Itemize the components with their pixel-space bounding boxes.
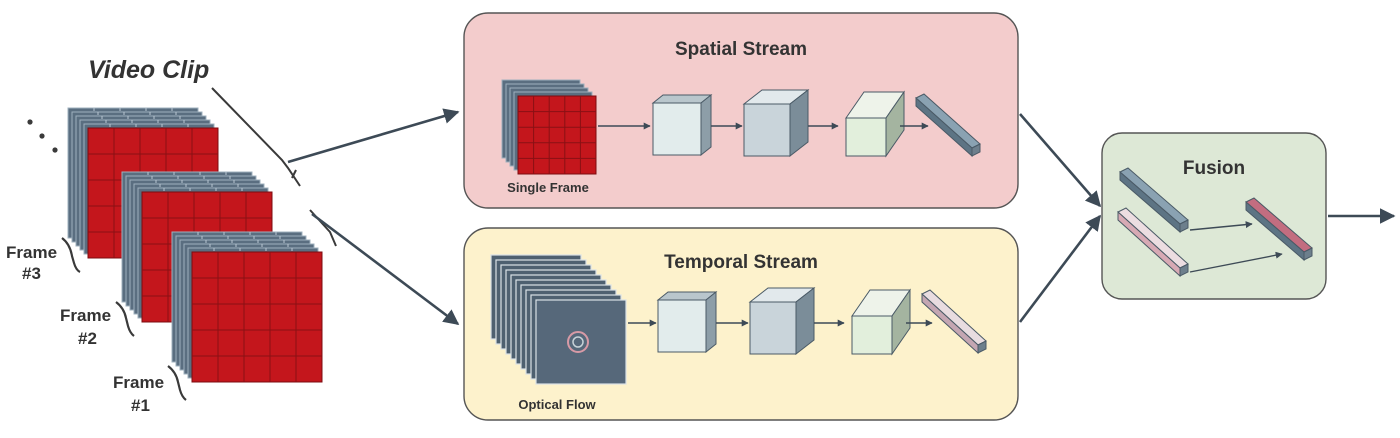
spatial-layer-1 (651, 93, 713, 157)
spatial-layer-2 (742, 88, 810, 158)
cuboid-front (845, 117, 887, 157)
bar-end (1179, 219, 1189, 233)
frame-1-word: Frame (113, 373, 164, 392)
ellipsis-dots (27, 119, 58, 153)
temporal-stream-layers (490, 254, 987, 385)
cuboid-front (657, 299, 707, 353)
frame-2-word: Frame (60, 306, 111, 325)
optical-flow-label: Optical Flow (518, 397, 596, 412)
temporal-stream-title: Temporal Stream (664, 252, 818, 273)
frame-stacks (67, 107, 323, 383)
cuboid-front (749, 301, 797, 355)
temporal-layer-3 (851, 288, 911, 356)
fusion-title: Fusion (1183, 158, 1245, 179)
optical-flow-stack (490, 254, 627, 385)
single-frame-label: Single Frame (507, 180, 589, 195)
bar-end (971, 143, 981, 157)
video-clip-title: Video Clip (88, 56, 209, 84)
temporal-layer-4 (921, 289, 987, 355)
fusion-spatial-feature (1119, 167, 1189, 234)
frame-3-number: #3 (22, 264, 41, 283)
arrow-spatial-to-fusion (1019, 113, 1102, 208)
frame-plane (517, 95, 597, 175)
cuboid-front (652, 102, 702, 156)
cuboid-side (705, 290, 717, 354)
fusion-arrow-2 (1189, 251, 1283, 273)
fusion-arrow-1 (1189, 221, 1253, 231)
temporal-layer-1 (656, 290, 718, 354)
cuboid-front (851, 315, 893, 355)
spatial-stream-title: Spatial Stream (675, 39, 807, 60)
fusion-panel (1101, 132, 1327, 300)
arrow-temporal-to-fusion (1018, 214, 1102, 323)
spatial-layer-4 (915, 93, 981, 158)
cuboid-side (700, 93, 712, 157)
arrow-to-spatial (287, 108, 460, 164)
bar-end (1179, 263, 1189, 277)
frame-plane (191, 251, 323, 383)
frame-3-word: Frame (6, 243, 57, 262)
temporal-layer-2 (748, 286, 816, 356)
frame-label-3: Frame #3 (6, 243, 57, 283)
spatial-layer-3 (845, 90, 905, 158)
single-frame-stack (501, 79, 597, 175)
cuboid-front (743, 103, 791, 157)
frame-label-1: Frame #1 (113, 373, 164, 415)
fusion-output-feature (1245, 197, 1313, 262)
frame-label-2: Frame #2 (60, 306, 111, 348)
arrow-to-temporal (311, 212, 460, 326)
frame-brackets (61, 237, 187, 401)
bar-end (1303, 247, 1313, 261)
spatial-stream-layers (501, 79, 981, 175)
flow-ring (567, 331, 589, 353)
fusion-layers (1117, 167, 1313, 278)
fusion-temporal-feature (1117, 207, 1189, 278)
frame-stack-1 (171, 231, 323, 383)
bar-end (977, 340, 987, 354)
flow-plane (535, 299, 627, 385)
spatial-stream-panel (463, 12, 1019, 209)
frame-2-number: #2 (78, 329, 97, 348)
flow-ring-inner (572, 336, 584, 348)
frame-1-number: #1 (131, 396, 150, 415)
